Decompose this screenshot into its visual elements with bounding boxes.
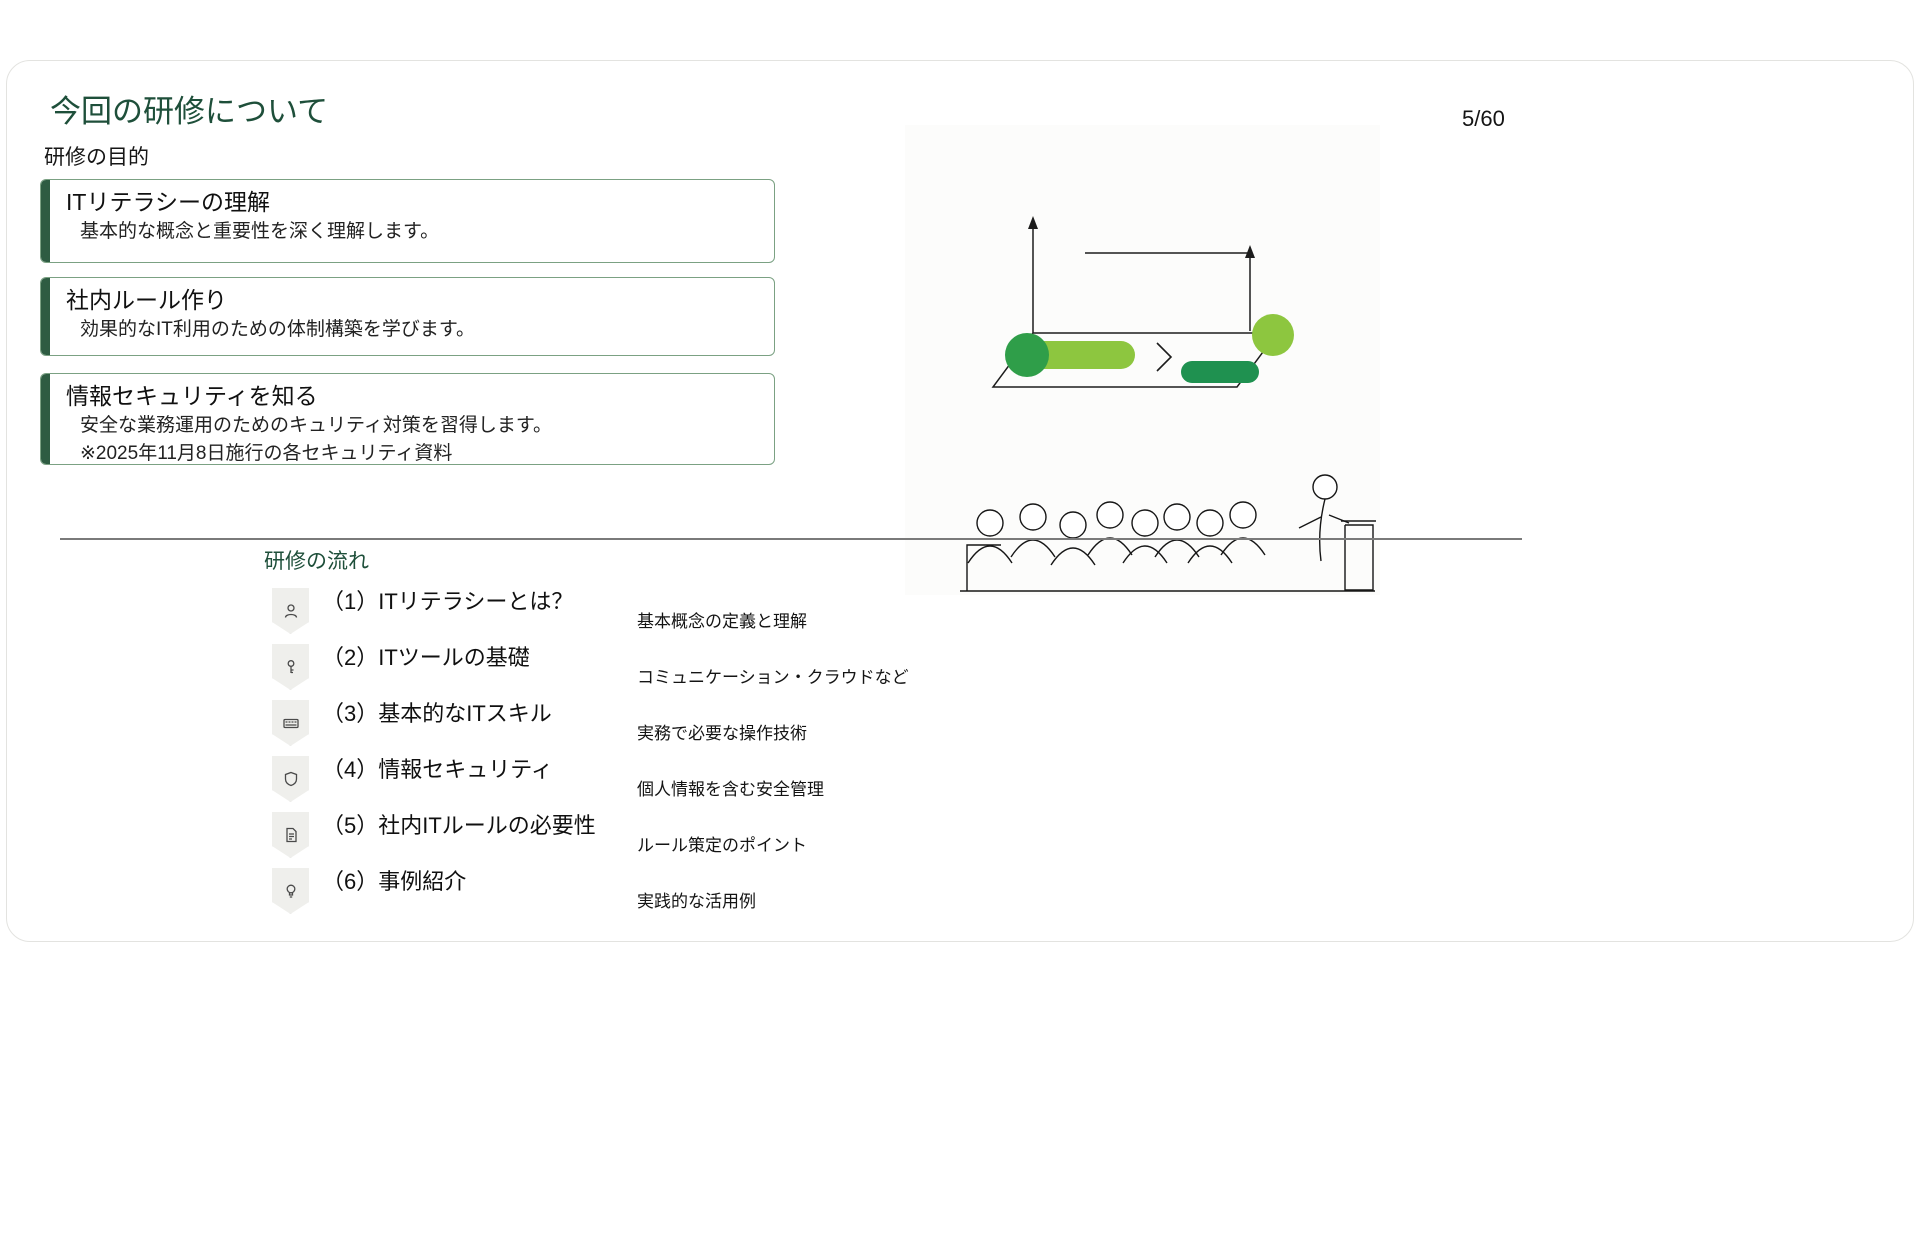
flow-item-title: （4）情報セキュリティ [322,757,553,782]
key-icon [287,660,294,674]
dark-green-pill [1181,361,1259,383]
slide-title: 今回の研修について [50,94,329,129]
purpose-box-desc: 安全な業務運用のためのキュリティ対策を習得します。 [80,415,552,436]
lightbulb-icon [286,884,295,898]
purpose-box-desc: 効果的なIT利用のための体制構築を学びます。 [80,319,475,340]
shield-icon [284,771,297,787]
person-icon [284,604,297,618]
purpose-box: 情報セキュリティを知る 安全な業務運用のためのキュリティ対策を習得します。 ※2… [40,373,775,465]
section-divider [60,538,1522,540]
chevron-right-icon [1156,342,1173,372]
purpose-box: 社内ルール作り 効果的なIT利用のための体制構築を学びます。 [40,277,775,356]
flow-item-desc: コミュニケーション・クラウドなど [637,668,909,687]
flow-item-title: （6）事例紹介 [322,869,467,894]
purpose-box-title: 情報セキュリティを知る [66,383,318,409]
flow-item-title: （3）基本的なITスキル [322,701,552,726]
purpose-box: ITリテラシーの理解 基本的な概念と重要性を深く理解します。 [40,179,775,263]
flow-item-desc: 個人情報を含む安全管理 [637,780,824,799]
keyboard-icon [282,718,299,729]
purpose-box-title: ITリテラシーの理解 [66,189,270,215]
flow-item-desc: ルール策定のポイント [637,836,807,855]
page-number: 5/60 [1462,106,1505,131]
flow-item-desc: 実践的な活用例 [637,892,756,911]
purpose-box-note: ※2025年11月8日施行の各セキュリティ資料 [80,443,453,464]
document-icon [285,827,297,843]
purpose-box-desc: 基本的な概念と重要性を深く理解します。 [80,221,440,242]
flow-item-title: （5）社内ITルールの必要性 [322,813,596,838]
audience-figures [967,501,1266,566]
flow-item-title: （1）ITリテラシーとは？ [322,589,574,614]
light-green-pill [1023,341,1135,369]
light-green-dot [1252,314,1294,356]
purpose-box-accent [41,180,50,262]
seminar-illustration [905,125,1380,595]
axis-arrow-up-right-icon [1245,245,1255,258]
axis-arrow-up-icon [1028,216,1038,229]
purpose-heading: 研修の目的 [44,146,149,169]
flow-item-desc: 実務で必要な操作技術 [637,724,807,743]
dark-green-dot [1005,333,1049,377]
purpose-box-accent [41,374,50,464]
purpose-box-title: 社内ルール作り [66,287,227,313]
flow-item-title: （2）ITツールの基礎 [322,645,530,670]
flow-item-desc: 基本概念の定義と理解 [637,612,807,631]
flow-heading: 研修の流れ [264,550,369,573]
purpose-box-accent [41,278,50,355]
presenter-figure [1298,474,1376,591]
